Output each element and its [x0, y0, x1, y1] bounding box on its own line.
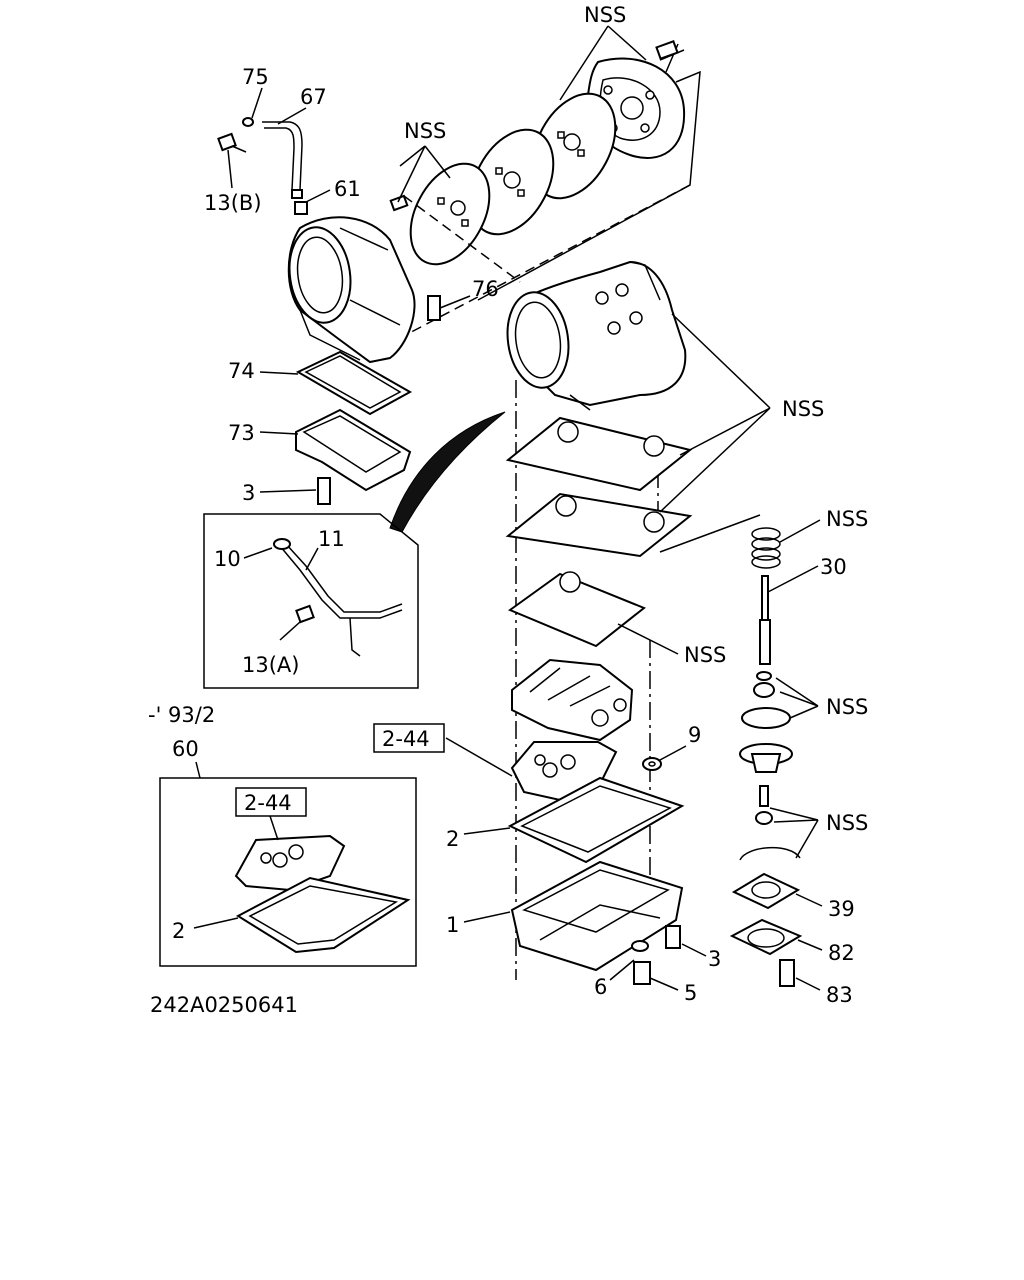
label-60: 60 — [172, 737, 199, 761]
label-75: 75 — [242, 65, 269, 89]
o-ring-75 — [242, 117, 254, 127]
accumulator-piston — [739, 743, 793, 773]
separator-plate-gasket-1 — [505, 416, 693, 492]
oil-level-tube-67 — [262, 121, 303, 199]
label-73: 73 — [228, 421, 255, 445]
separator-plate-2 — [505, 492, 693, 558]
bolt-83 — [779, 959, 795, 987]
label-2-main: 2 — [446, 827, 459, 851]
label-82: 82 — [828, 941, 855, 965]
bolt-13b — [217, 132, 247, 153]
bolt-76 — [427, 295, 441, 321]
accumulator-small-parts — [739, 785, 801, 861]
figure-code: 242A0250641 — [150, 993, 298, 1017]
spring-nss — [751, 527, 781, 569]
drive-plate — [409, 162, 491, 266]
label-nss-valve: NSS — [684, 643, 726, 667]
bolt-61 — [294, 201, 308, 215]
label-74: 74 — [228, 359, 255, 383]
label-61: 61 — [334, 177, 361, 201]
piston-rod — [759, 619, 771, 665]
gasket-74 — [295, 350, 413, 416]
label-39: 39 — [828, 897, 855, 921]
plate-bolt — [389, 194, 409, 212]
gasket-39 — [731, 872, 801, 910]
ref-box-main: 2-44 — [382, 727, 430, 751]
label-nss-spring: NSS — [826, 507, 868, 531]
label-nss-piston-1: NSS — [826, 695, 868, 719]
transmission-case — [506, 260, 687, 411]
label-9: 9 — [688, 723, 701, 747]
leader-lines — [193, 25, 823, 991]
bolt-3-left — [317, 477, 331, 505]
label-nss-top: NSS — [584, 3, 626, 27]
label-date-note: -' 93/2 — [148, 703, 215, 727]
label-3-right: 3 — [708, 947, 721, 971]
cover-82 — [729, 918, 803, 956]
converter-housing — [287, 216, 416, 364]
label-67: 67 — [300, 85, 327, 109]
label-nss-case: NSS — [782, 397, 824, 421]
pin-30 — [761, 575, 769, 621]
ref-box-inset-frame — [235, 787, 307, 817]
bolt-3-right — [665, 925, 681, 949]
oil-pan-1 — [510, 860, 684, 972]
drain-plug-5 — [633, 961, 651, 985]
label-1: 1 — [446, 913, 459, 937]
flex-plate-front — [469, 128, 555, 236]
label-nss-flex: NSS — [404, 119, 446, 143]
label-nss-piston-2: NSS — [826, 811, 868, 835]
control-valve-body — [511, 658, 634, 742]
label-10: 10 — [214, 547, 241, 571]
label-13b: 13(B) — [204, 191, 262, 215]
label-83: 83 — [826, 983, 853, 1007]
label-6: 6 — [594, 975, 607, 999]
oil-pan-73 — [295, 408, 412, 492]
label-2-inset: 2 — [172, 919, 185, 943]
inset-dipstick-box — [203, 513, 419, 689]
ref-box-main-frame — [373, 723, 445, 753]
label-76: 76 — [472, 277, 499, 301]
callout-labels: NSS 75 67 NSS 61 13(B) 76 74 73 3 NSS NS… — [148, 3, 868, 1017]
inset-kit-60-box — [159, 777, 417, 967]
label-13a: 13(A) — [242, 653, 299, 677]
curved-arrow — [389, 411, 506, 533]
washer-6 — [631, 940, 649, 952]
label-3-left: 3 — [242, 481, 255, 505]
washer-9 — [642, 757, 662, 771]
oil-pan-gasket-2 — [507, 776, 685, 864]
separator-plate-gasket-3 — [507, 571, 646, 648]
label-5: 5 — [684, 981, 697, 1005]
label-11: 11 — [318, 527, 345, 551]
label-30: 30 — [820, 555, 847, 579]
accumulator-seals — [741, 671, 791, 729]
ref-box-inset: 2-44 — [244, 791, 292, 815]
